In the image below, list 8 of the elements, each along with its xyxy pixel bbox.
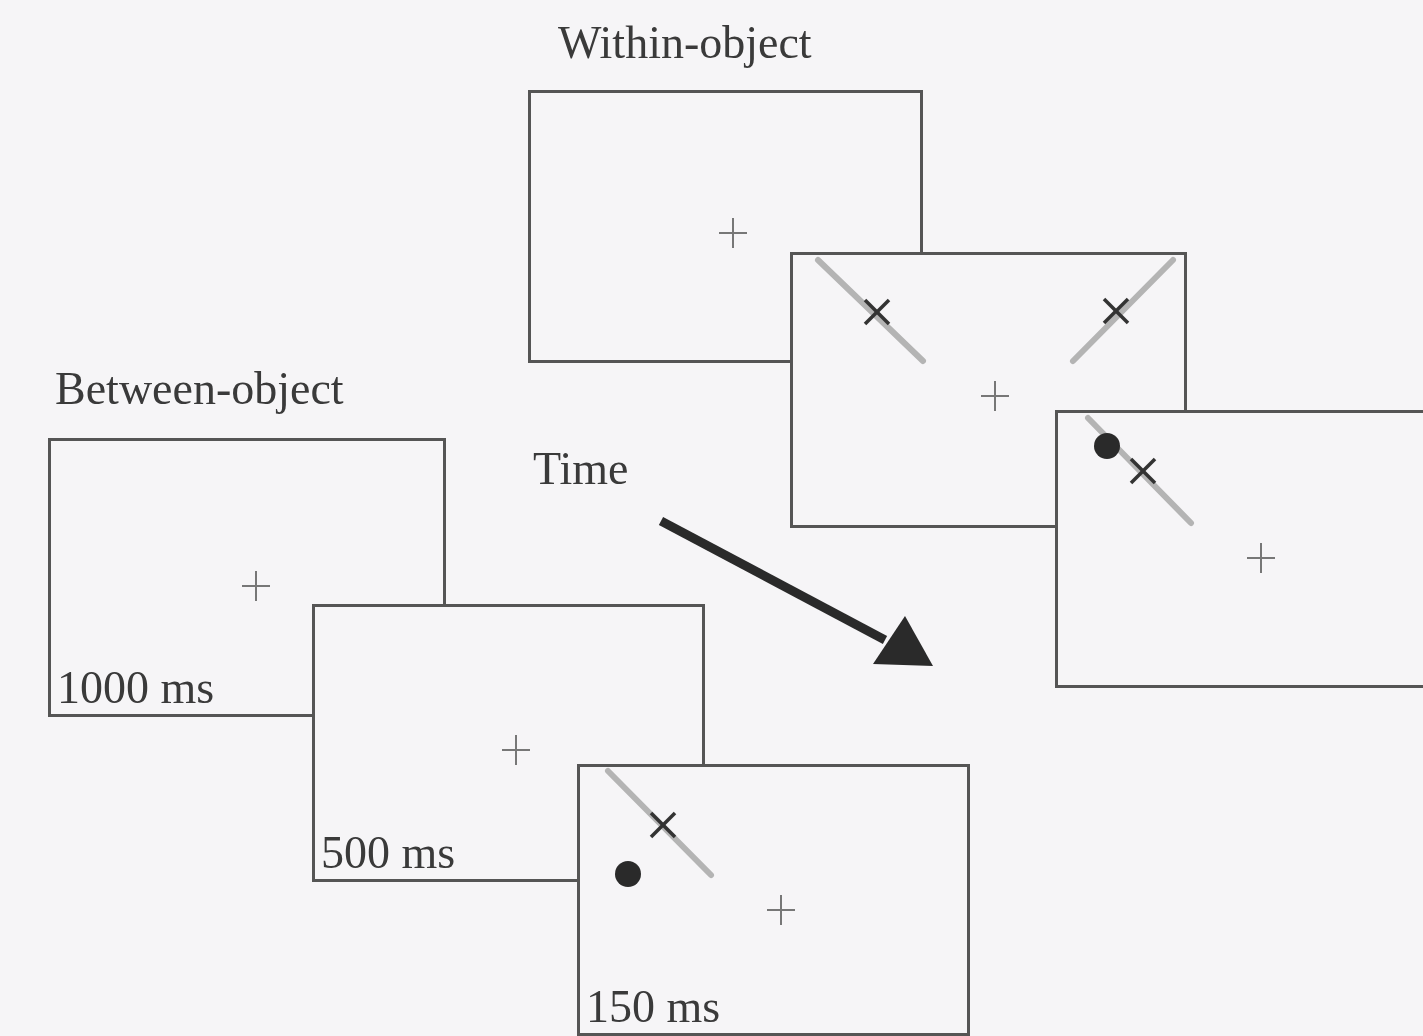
duration-label: 500 ms <box>321 828 456 877</box>
axis-label: Time <box>533 444 629 495</box>
screen-frame <box>577 764 970 1036</box>
screen-frame <box>1055 410 1423 688</box>
condition-heading: Within-object <box>558 18 812 69</box>
duration-label: 1000 ms <box>57 663 215 712</box>
duration-label: 150 ms <box>586 982 721 1031</box>
condition-heading: Between-object <box>55 364 344 415</box>
